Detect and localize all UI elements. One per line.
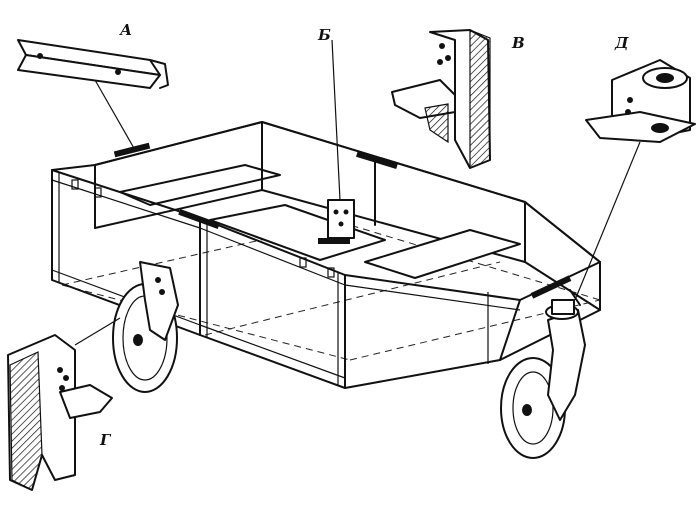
label-v: В <box>511 34 525 52</box>
bench-front <box>364 229 521 279</box>
rim-clip <box>356 150 398 170</box>
detail-a-front <box>17 54 161 89</box>
label-a: А <box>119 21 132 39</box>
cart-body <box>51 121 601 389</box>
wall-tab <box>71 179 79 190</box>
floor-line <box>349 299 601 361</box>
rim-clip <box>530 275 572 299</box>
front-wheel-fork <box>547 309 586 421</box>
swivel-pin <box>551 299 575 315</box>
rim-edge <box>344 284 521 311</box>
rear-wheel <box>112 261 179 393</box>
detail-v-side <box>469 29 491 169</box>
front-wheel <box>500 289 586 459</box>
detail-a <box>17 39 169 151</box>
label-b: Б <box>317 26 331 44</box>
rim-clip <box>178 208 220 230</box>
bracket-b-installed <box>327 199 355 239</box>
detail-g-arm <box>59 384 113 419</box>
rear-wheel-fork <box>139 261 179 341</box>
rim-edge <box>199 324 346 379</box>
bracket-b-foot <box>318 238 350 244</box>
detail-d-base <box>585 111 696 143</box>
wall-tab <box>299 257 307 268</box>
detail-g-leader <box>74 317 121 346</box>
floor-line <box>204 261 501 336</box>
detail-v <box>391 29 491 169</box>
detail-g <box>7 317 121 491</box>
floor-line <box>61 284 351 361</box>
rim-edge <box>199 227 346 286</box>
detail-b-leader <box>331 39 341 201</box>
rim-clip <box>113 142 151 158</box>
bench-rear <box>119 164 281 206</box>
detail-g-side <box>9 351 43 491</box>
wall-tab <box>327 267 335 278</box>
wall-tab <box>94 187 102 198</box>
floor-center <box>209 204 386 261</box>
detail-d <box>574 59 696 301</box>
rim-edge <box>51 179 201 229</box>
label-d: Д <box>614 34 629 52</box>
label-g: Г <box>99 431 112 449</box>
detail-a-leader <box>94 79 136 151</box>
detail-d-leader <box>574 141 641 301</box>
